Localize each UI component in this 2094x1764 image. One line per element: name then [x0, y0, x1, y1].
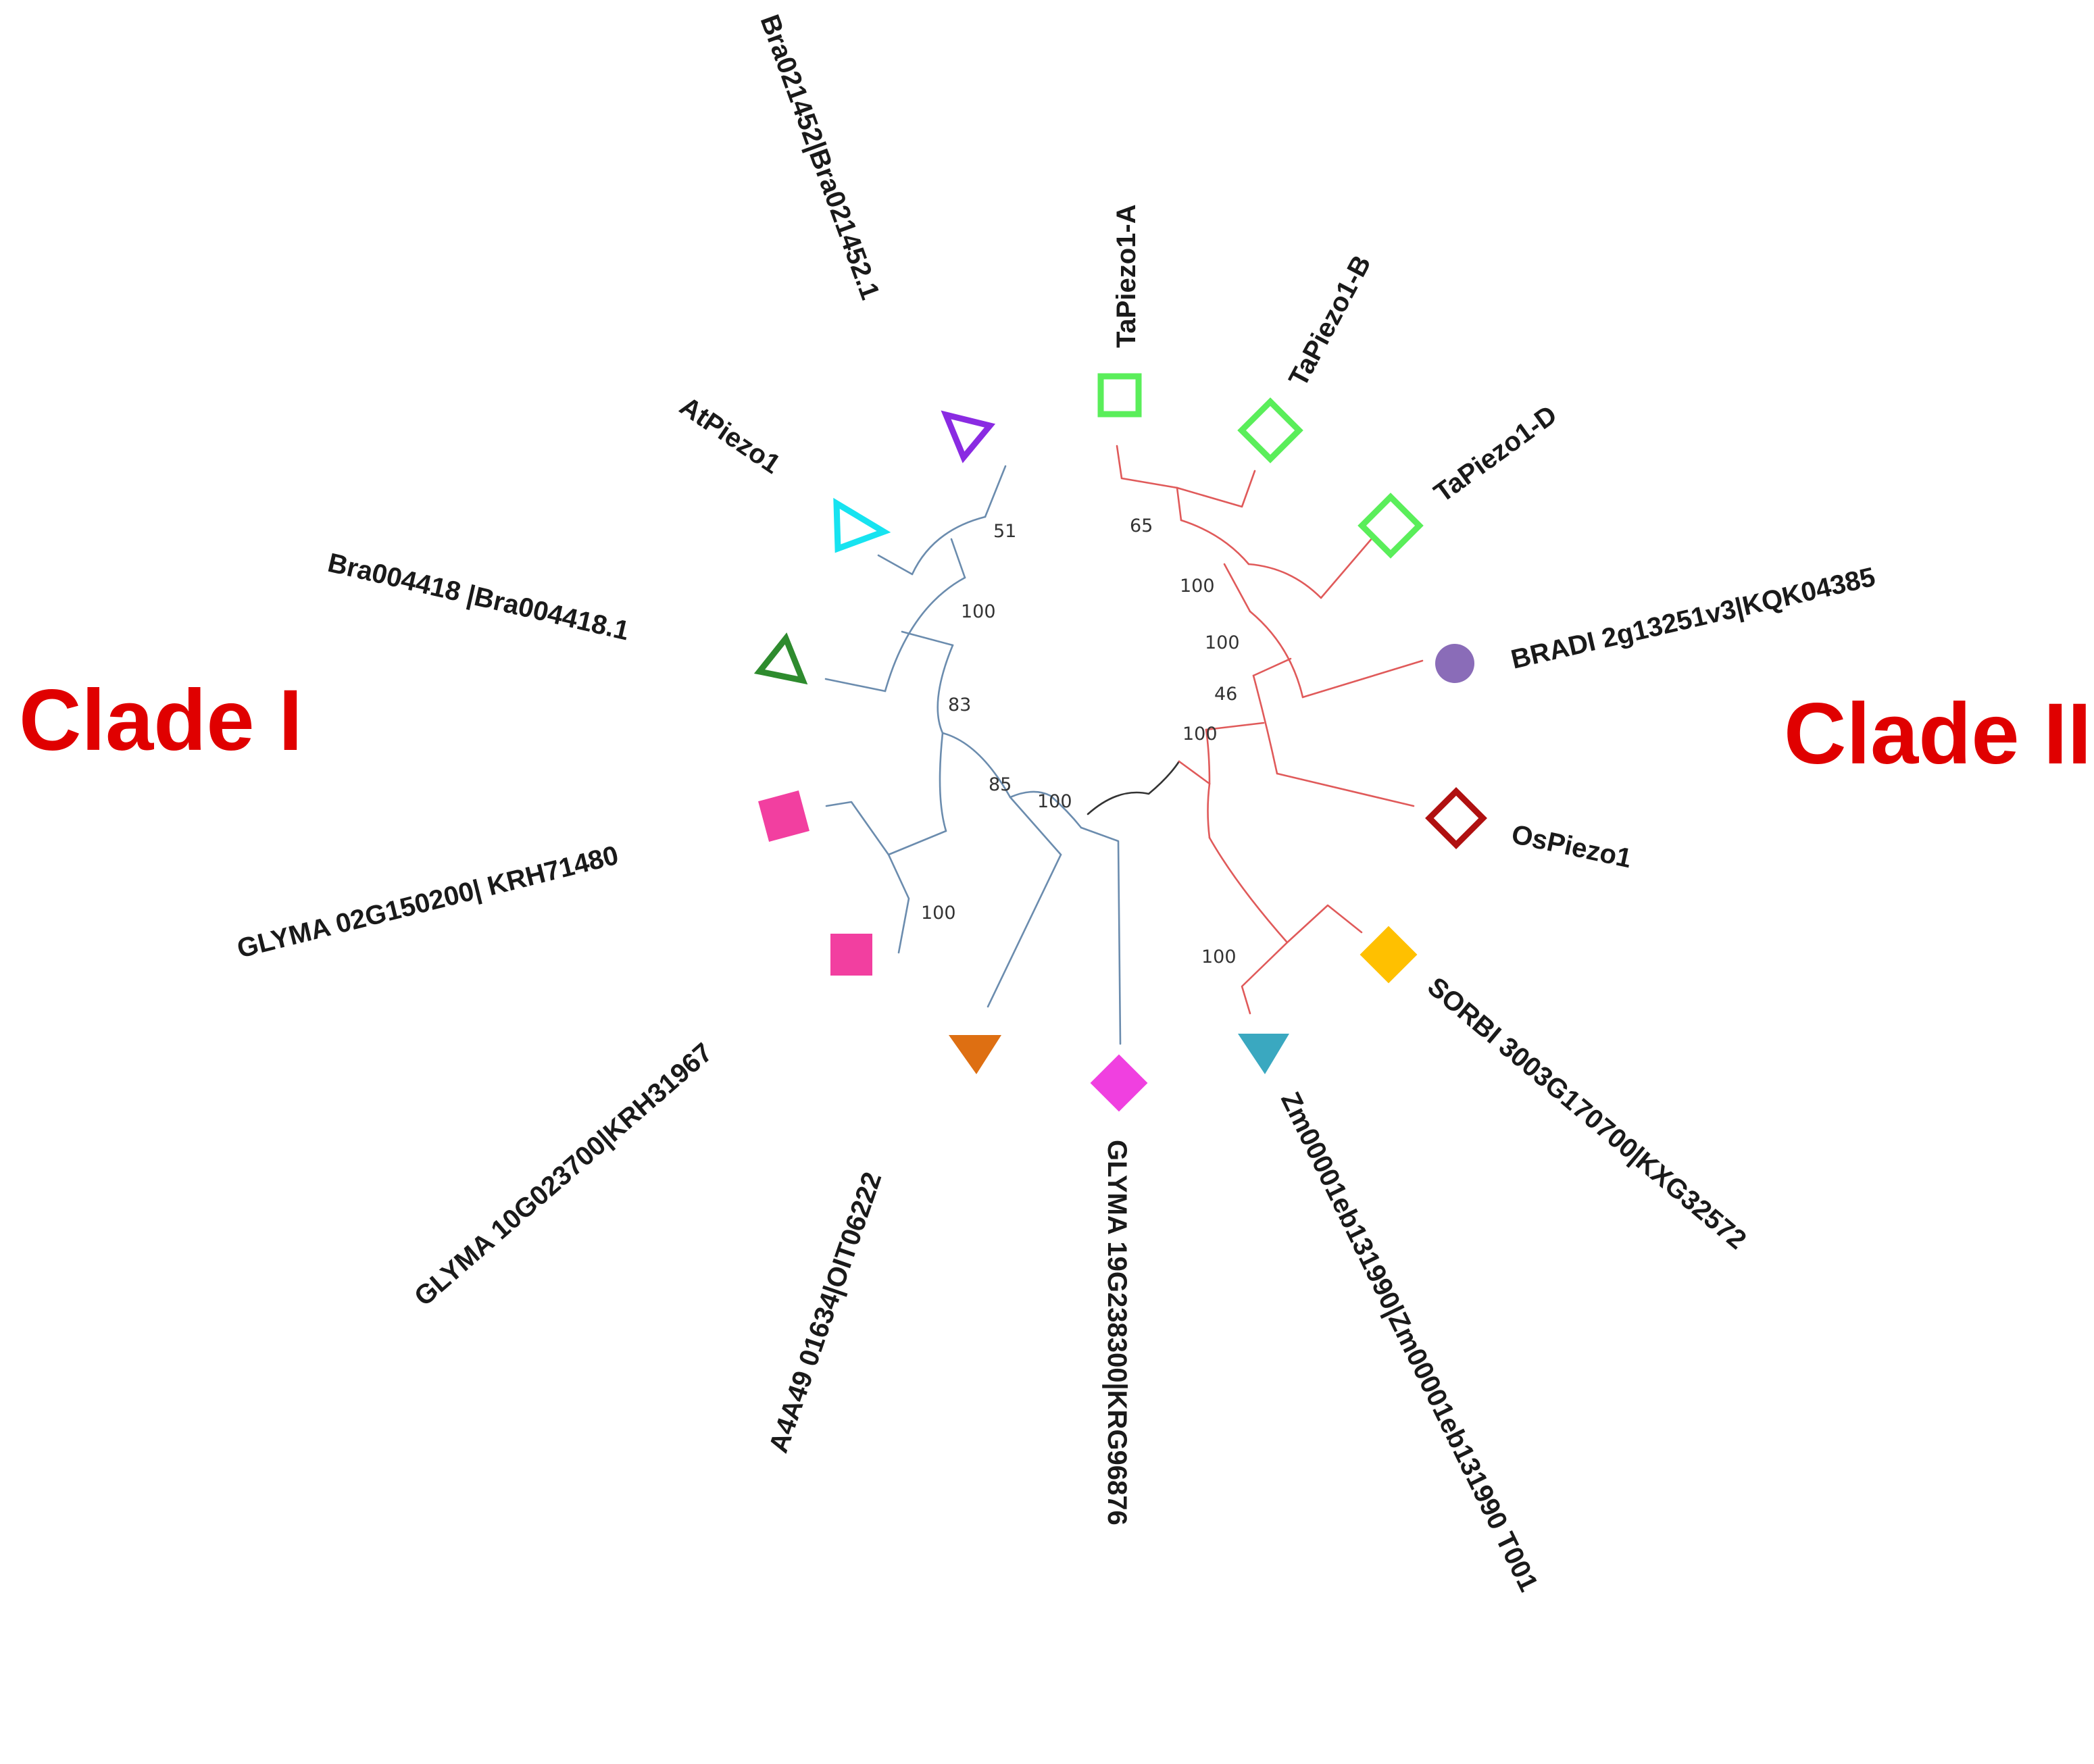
branch-83-lower [939, 732, 947, 832]
leaf-label-glyma10: GLYMA 10G023700|KRH31967 [409, 1038, 718, 1312]
branch-glyma-arc [887, 830, 947, 856]
leaf-label-glyma02: GLYMA 02G150200| KRH71480 [234, 840, 622, 964]
branch-85-arc [1009, 790, 1052, 799]
branch-100-lower-arc [1205, 728, 1211, 785]
square-filled-marker [758, 790, 809, 842]
branch-83-arc [937, 644, 954, 734]
branch-glyma10 [887, 853, 910, 954]
branch-bradi [1301, 659, 1424, 699]
triangle-down-filled-marker [1238, 1034, 1289, 1074]
leaf-label-ospiezo1: OsPiezo1 [1509, 820, 1634, 874]
branch-85-left [1009, 796, 1062, 856]
square-filled-marker [830, 934, 872, 976]
bootstrap-51: 51 [993, 521, 1016, 542]
branch-tapiezo1-a [1116, 445, 1178, 489]
clade-2-label: Clade II [1784, 686, 2091, 782]
clade-2-branches [1116, 445, 1424, 1015]
leaf-label-glyma19: GLYMA 19G238300|KRG96876 [1102, 1140, 1132, 1526]
triangle-down-filled-marker [949, 1035, 1001, 1074]
branch-100-upper [1180, 519, 1250, 565]
triangle-up-open-marker [753, 632, 808, 685]
bootstrap-46: 46 [1214, 684, 1237, 705]
branch-100-c1-root [1049, 795, 1082, 829]
branch-sorbi-zm-arc [1208, 836, 1289, 944]
branch-ta-clade-arc [1247, 563, 1322, 599]
branch-100-mid [1223, 563, 1251, 613]
bootstrap-100-f: 100 [1182, 724, 1218, 745]
branch-100-arc [884, 576, 966, 692]
branch-sorbi-zm-stem [1207, 782, 1211, 839]
branch-51-arc [911, 515, 987, 576]
root-arc [1087, 760, 1180, 815]
bootstrap-100-g: 100 [1201, 947, 1237, 967]
diamond-open-marker [1237, 397, 1303, 463]
branch-glyma02 [825, 801, 890, 856]
clade-1-label: Clade I [19, 672, 303, 769]
leaf-label-atpiezo1: AtPiezo1 [674, 391, 786, 480]
branch-51-stem [950, 538, 966, 579]
branch-atpiezo1 [877, 554, 914, 576]
branch-glyma19 [1080, 826, 1122, 1045]
branch-83-lower-right [941, 732, 1012, 799]
branch-ospiezo1 [1276, 772, 1415, 807]
leaf-label-tapiezo1-b: TaPiezo1-B [1283, 251, 1377, 391]
leaf-label-tapiezo1-a: TaPiezo1-A [1112, 204, 1141, 348]
square-open-marker [1097, 373, 1142, 418]
branch-tapiezo1-d [1320, 536, 1374, 599]
leaf-label-tapiezo1-d: TaPiezo1-D [1428, 400, 1562, 509]
diamond-filled-marker [1090, 1054, 1148, 1112]
branch-100-root-join [1178, 760, 1211, 785]
branch-a4a49 [987, 853, 1062, 1008]
leaf-label-a4a49: A4A49 01634|OIT06222 [764, 1168, 888, 1457]
branch-46-stem [1252, 657, 1292, 677]
branch-bra004418 [824, 678, 887, 692]
branch-100-stem [901, 630, 954, 647]
bootstrap-65: 65 [1130, 515, 1153, 536]
bootstrap-100-a: 100 [961, 601, 996, 622]
branch-bra021452 [984, 465, 1007, 518]
bootstrap-100-e: 100 [1205, 632, 1240, 653]
branch-100-lower-stem [1205, 722, 1265, 731]
leaf-label-bradi: BRADI 2g13251v3|KQK04385 [1508, 562, 1878, 675]
leaf-label-sorbi: SORBI 3003G170700|KXG32572 [1422, 972, 1751, 1255]
bootstrap-100-c: 100 [1037, 791, 1072, 812]
bootstrap-100-d: 100 [1180, 576, 1215, 597]
bootstrap-83: 83 [948, 695, 971, 715]
branch-tapiezo1-b [1176, 470, 1256, 508]
leaf-label-bra004418: Bra004418 |Bra004418.1 [325, 548, 632, 646]
triangle-right-open-marker [833, 497, 891, 553]
branch-sorbi [1286, 904, 1363, 944]
leaf-label-zm: Zm00001eb131990|Zm00001eb131990 T001 [1275, 1088, 1543, 1596]
branch-zm [1241, 941, 1289, 1015]
diamond-filled-marker [1360, 926, 1418, 984]
branch-46-arc [1252, 674, 1278, 775]
bootstrap-values: 51 100 83 100 85 100 65 100 100 46 100 1… [921, 515, 1240, 967]
diamond-open-marker [1357, 493, 1424, 559]
bootstrap-100-b: 100 [921, 903, 956, 924]
bootstrap-85: 85 [989, 774, 1012, 795]
circle-filled-marker [1435, 644, 1474, 683]
leaf-label-bra021452: Bra021452|Bra021452.1 [755, 11, 886, 303]
clade-1-branches [824, 465, 1122, 1045]
triangle-down-open-marker [941, 410, 996, 463]
branch-100-mid-arc [1249, 610, 1304, 699]
branch-65-arc [1176, 486, 1182, 522]
diamond-open-marker [1425, 787, 1487, 849]
